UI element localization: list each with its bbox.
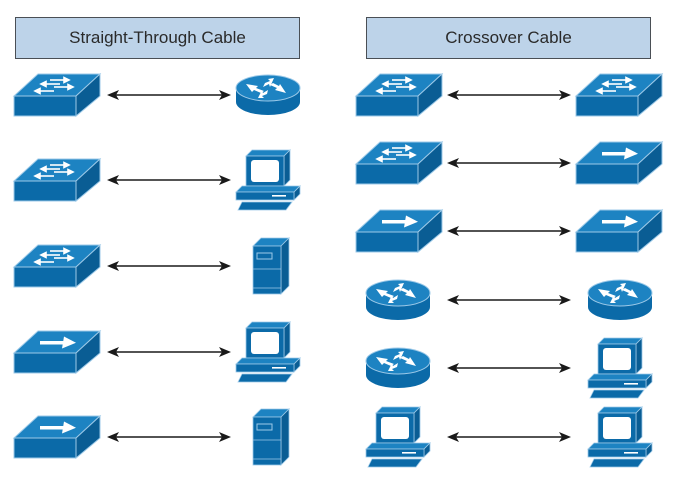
switch-icon [12, 72, 102, 118]
hub-icon [574, 140, 664, 186]
switch-icon [354, 72, 444, 118]
pc-icon [234, 321, 302, 383]
crossover-header: Crossover Cable [366, 17, 651, 59]
hub-icon [354, 208, 444, 254]
router-icon [586, 278, 654, 322]
server-icon [249, 237, 291, 295]
hub-icon [12, 414, 102, 460]
straight-through-cable-arrow-1 [107, 88, 231, 108]
crossover-cable-arrow-3 [447, 224, 571, 244]
switch-icon [574, 72, 664, 118]
crossover-cable-arrow-5 [447, 361, 571, 381]
router-icon [234, 73, 302, 117]
switch-icon [12, 157, 102, 203]
straight-through-cable-arrow-5 [107, 430, 231, 450]
crossover-cable-arrow-6 [447, 430, 571, 450]
pc-icon [586, 406, 654, 468]
straight-through-cable-arrow-2 [107, 173, 231, 193]
switch-icon [12, 243, 102, 289]
straight-through-header: Straight-Through Cable [15, 17, 300, 59]
hub-icon [574, 208, 664, 254]
switch-icon [354, 140, 444, 186]
pc-icon [234, 149, 302, 211]
router-icon [364, 346, 432, 390]
crossover-cable-arrow-4 [447, 293, 571, 313]
server-icon [249, 408, 291, 466]
straight-through-cable-arrow-3 [107, 259, 231, 279]
crossover-cable-arrow-2 [447, 156, 571, 176]
crossover-cable-arrow-1 [447, 88, 571, 108]
router-icon [364, 278, 432, 322]
crossover-title: Crossover Cable [445, 28, 572, 47]
hub-icon [12, 329, 102, 375]
straight-through-cable-arrow-4 [107, 345, 231, 365]
pc-icon [364, 406, 432, 468]
pc-icon [586, 337, 654, 399]
straight-through-title: Straight-Through Cable [69, 28, 246, 47]
